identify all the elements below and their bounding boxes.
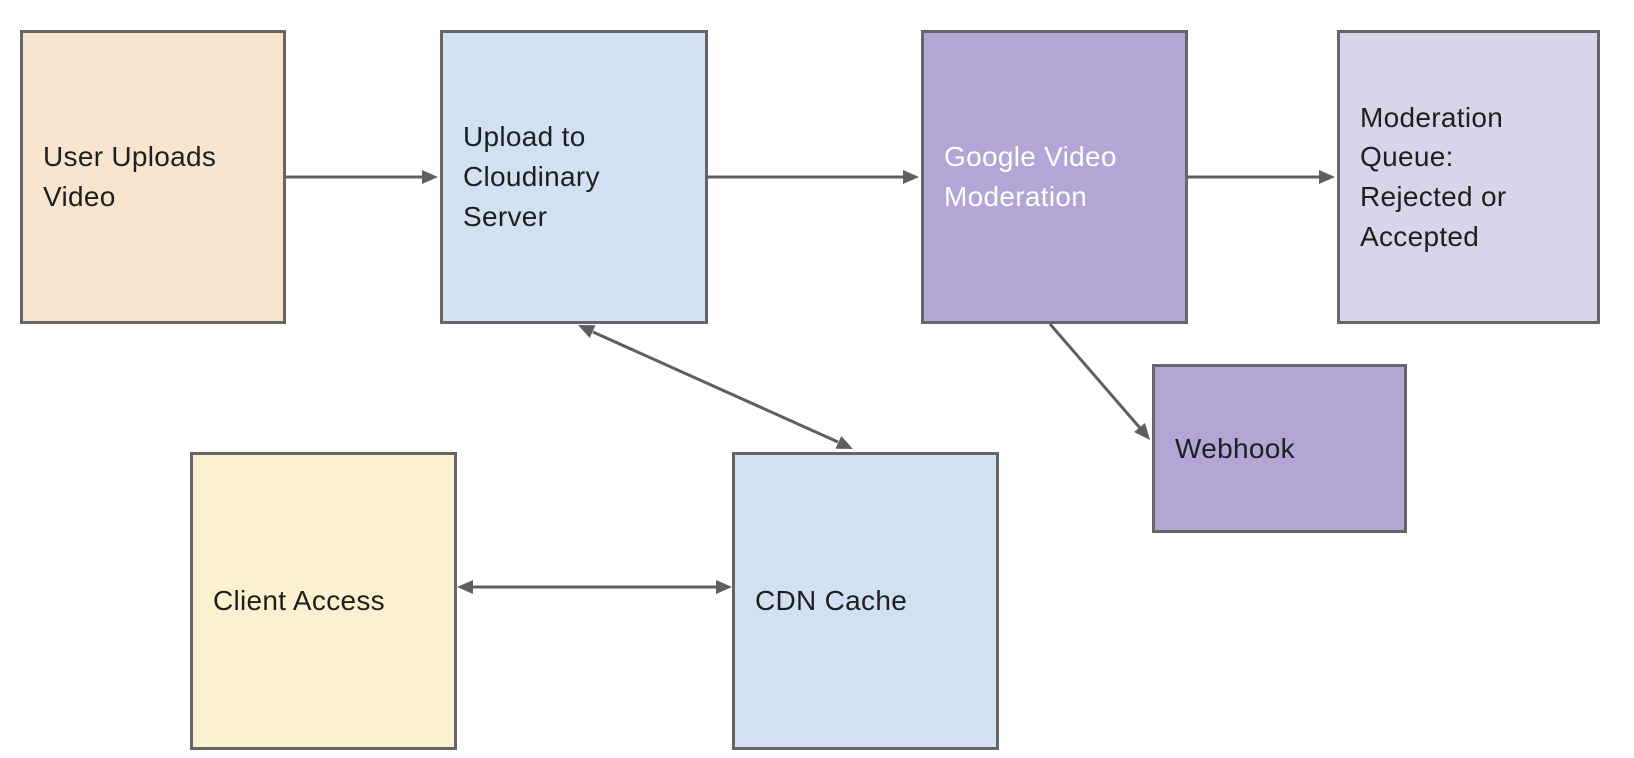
node-label: Upload to Cloudinary Server (463, 121, 600, 232)
node-label: Webhook (1175, 432, 1295, 464)
edge-cloudinary-cdn-cache-bidirectional (578, 325, 853, 449)
edge-client-access-cdn-cache-bidirectional (457, 580, 732, 594)
node-google-video-moderation: Google Video Moderation (921, 30, 1188, 324)
node-label: Client Access (213, 585, 385, 617)
edge-google-moderation-to-moderation-queue (1188, 170, 1335, 184)
node-client-access: Client Access (190, 452, 457, 750)
node-webhook: Webhook (1152, 364, 1407, 533)
node-user-uploads-video: User Uploads Video (20, 30, 286, 324)
node-label: User Uploads Video (43, 141, 217, 212)
node-upload-to-cloudinary-server: Upload to Cloudinary Server (440, 30, 708, 324)
edge-cloudinary-to-google-moderation (708, 170, 919, 184)
node-label: Moderation Queue: Rejected or Accepted (1360, 101, 1507, 252)
node-moderation-queue: Moderation Queue: Rejected or Accepted (1337, 30, 1600, 324)
node-label: CDN Cache (755, 585, 908, 617)
edge-google-moderation-to-webhook (1048, 323, 1150, 440)
edge-user-uploads-to-cloudinary (286, 170, 438, 184)
node-label: Google Video Moderation (944, 141, 1117, 212)
node-cdn-cache: CDN Cache (732, 452, 999, 750)
